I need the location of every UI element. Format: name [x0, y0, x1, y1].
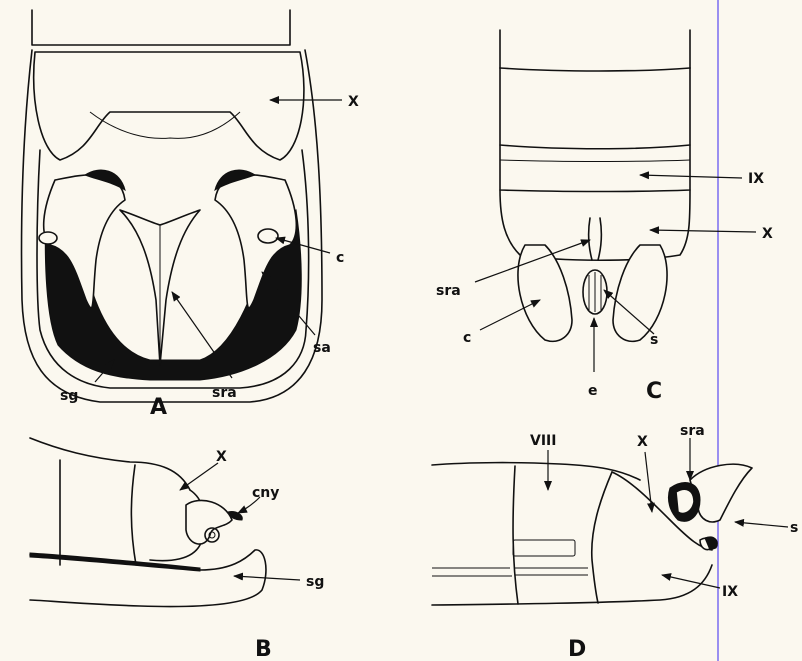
label-a-sra: sra: [212, 385, 237, 401]
panel-letter-b: B: [255, 637, 272, 661]
label-b-x: X: [216, 449, 227, 465]
panel-d-drawing: [432, 463, 752, 605]
panel-letter-d: D: [568, 637, 586, 661]
panel-c-drawing: [500, 30, 690, 341]
label-c-c: c: [463, 330, 471, 346]
panel-a-drawing: [21, 10, 322, 402]
label-c-e: e: [588, 383, 598, 399]
panel-letter-a: A: [150, 395, 167, 420]
panel-letter-c: C: [646, 379, 662, 404]
label-d-sra: sra: [680, 423, 705, 439]
label-a-x: X: [348, 94, 359, 110]
label-d-ix: IX: [722, 584, 738, 600]
label-a-c: c: [336, 250, 344, 266]
label-a-sa: sa: [313, 340, 331, 356]
label-a-sg: sg: [60, 388, 78, 404]
label-b-cny: cny: [252, 485, 279, 501]
panel-b-drawing: [30, 438, 266, 607]
label-d-x: X: [637, 434, 648, 450]
label-c-sra: sra: [436, 283, 461, 299]
label-c-s: s: [650, 332, 658, 348]
label-d-viii: VIII: [530, 433, 556, 449]
label-c-ix: IX: [748, 171, 764, 187]
label-c-x: X: [762, 226, 773, 242]
label-d-s: s: [790, 520, 798, 536]
label-b-sg: sg: [306, 574, 324, 590]
